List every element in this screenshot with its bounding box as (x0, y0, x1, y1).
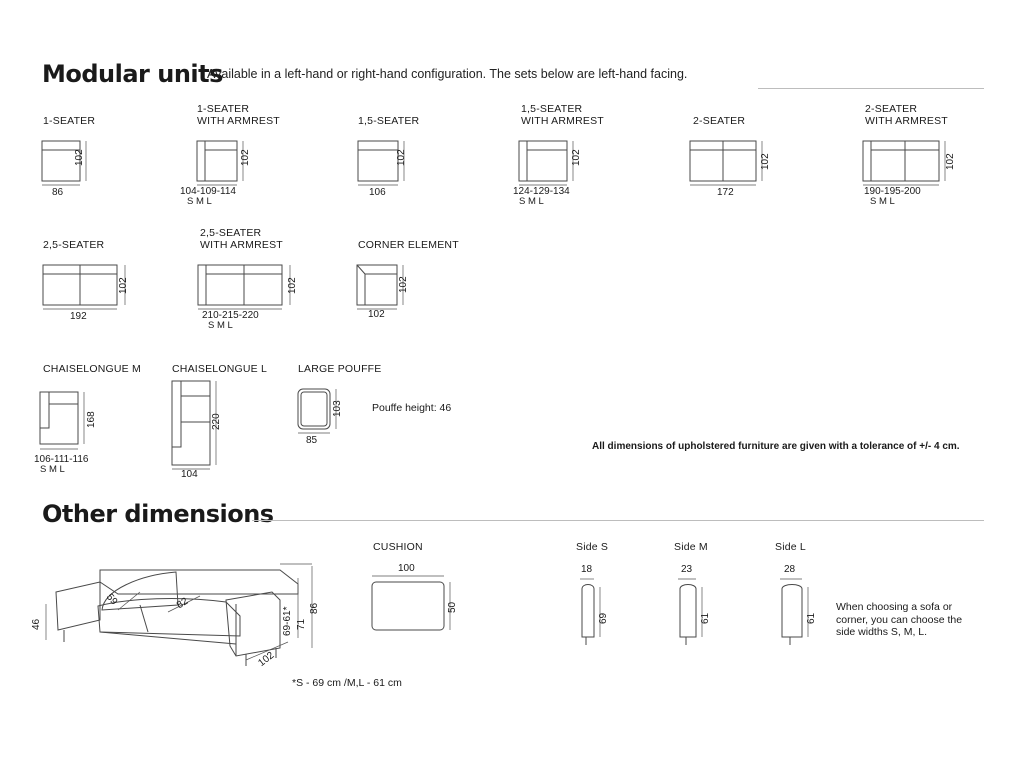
unit-width-2-seater-armrest: 190-195-200 (864, 186, 921, 197)
pouffe-height-note: Pouffe height: 46 (372, 402, 452, 414)
sofa-perspective-drawing (45, 563, 313, 666)
unit-width-corner-element: 102 (368, 309, 385, 320)
sofa-arm-height: 69-61* (282, 606, 293, 636)
side-s-label: Side S (576, 541, 609, 553)
unit-height-2-seater: 102 (760, 153, 771, 170)
side-s-height: 69 (598, 612, 609, 624)
unit-width-1-seater-armrest: 104-109-114 (180, 186, 236, 197)
unit-width-1-5-seater-armrest: 124-129-134 (513, 186, 570, 197)
sofa-height-71: 71 (296, 618, 307, 630)
tolerance-note: All dimensions of upholstered furniture … (592, 441, 960, 452)
unit-drawing-1-seater (41, 140, 87, 186)
unit-drawing-2-seater-armrest (862, 140, 946, 186)
side-m-width: 23 (681, 564, 693, 575)
modular-units-subtitle: Available in a left-hand or right-hand c… (207, 67, 688, 81)
unit-drawing-2-seater (689, 140, 763, 186)
unit-height-2-5-seater: 102 (118, 277, 129, 294)
unit-label-corner-element: CORNER ELEMENT (358, 239, 459, 251)
side-l-height: 61 (806, 612, 817, 624)
side-m-height: 61 (700, 612, 711, 624)
unit-width-2-seater: 172 (717, 187, 734, 198)
unit-label-1-5-seater: 1,5-SEATER (358, 115, 420, 127)
unit-drawing-large-pouffe (297, 388, 337, 434)
other-dimensions-rule (252, 520, 984, 521)
unit-label-large-pouffe: LARGE POUFFE (298, 363, 382, 375)
unit-height-chaiselongue-l: 220 (211, 413, 222, 430)
unit-drawing-1-5-seater (357, 140, 405, 186)
unit-height-chaiselongue-m: 168 (86, 411, 97, 428)
unit-width-large-pouffe: 85 (306, 435, 318, 446)
modular-units-title: Modular units (42, 60, 223, 88)
side-s-drawing (580, 578, 601, 645)
unit-height-2-seater-armrest: 102 (945, 153, 956, 170)
unit-height-1-seater: 102 (74, 149, 85, 166)
sofa-seat-height: 46 (31, 618, 42, 630)
unit-sizes-2-seater-armrest: S M L (870, 196, 895, 207)
unit-width-chaiselongue-m: 106-111-116 (34, 454, 89, 465)
unit-height-large-pouffe: 103 (332, 400, 343, 417)
unit-drawing-1-5-seater-armrest (518, 140, 574, 186)
sofa-footnote: *S - 69 cm /M,L - 61 cm (292, 677, 402, 689)
unit-label-chaiselongue-m: CHAISELONGUE M (43, 363, 141, 375)
unit-drawing-2-5-seater-armrest (197, 264, 291, 310)
cushion-drawing (371, 575, 451, 631)
side-m-label: Side M (674, 541, 708, 553)
unit-sizes-2-5-seater-armrest: S M L (208, 320, 233, 331)
cushion-width: 100 (398, 563, 415, 574)
unit-drawing-corner-element (356, 264, 404, 310)
unit-sizes-chaiselongue-m: S M L (40, 464, 65, 475)
unit-drawing-chaiselongue-l (171, 380, 217, 470)
unit-label-2-seater: 2-SEATER (693, 115, 746, 127)
side-l-drawing (780, 578, 809, 645)
side-l-label: Side L (775, 541, 806, 553)
sofa-height-86: 86 (309, 602, 320, 614)
unit-width-chaiselongue-l: 104 (181, 469, 198, 480)
cushion-height: 50 (447, 601, 458, 613)
unit-height-1-5-seater: 102 (396, 149, 407, 166)
side-m-drawing (678, 578, 703, 645)
unit-drawing-1-seater-armrest (196, 140, 244, 186)
unit-height-1-5-seater-armrest: 102 (571, 149, 582, 166)
unit-width-2-5-seater-armrest: 210-215-220 (202, 310, 259, 321)
unit-height-corner-element: 102 (398, 276, 409, 293)
unit-sizes-1-seater-armrest: S M L (187, 196, 212, 207)
unit-height-1-seater-armrest: 102 (240, 149, 251, 166)
header-rule (758, 88, 984, 89)
side-l-width: 28 (784, 564, 796, 575)
unit-height-2-5-seater-armrest: 102 (287, 277, 298, 294)
unit-width-2-5-seater: 192 (70, 311, 87, 322)
unit-drawing-chaiselongue-m (39, 391, 85, 450)
side-s-width: 18 (581, 564, 593, 575)
cushion-label: CUSHION (373, 541, 423, 553)
unit-label-chaiselongue-l: CHAISELONGUE L (172, 363, 267, 375)
unit-label-1-seater: 1-SEATER (43, 115, 96, 127)
unit-sizes-1-5-seater-armrest: S M L (519, 196, 544, 207)
unit-width-1-5-seater: 106 (369, 187, 386, 198)
unit-drawing-2-5-seater (42, 264, 126, 310)
other-dimensions-title: Other dimensions (42, 500, 274, 528)
unit-width-1-seater: 86 (52, 187, 64, 198)
unit-label-2-5-seater: 2,5-SEATER (43, 239, 105, 251)
